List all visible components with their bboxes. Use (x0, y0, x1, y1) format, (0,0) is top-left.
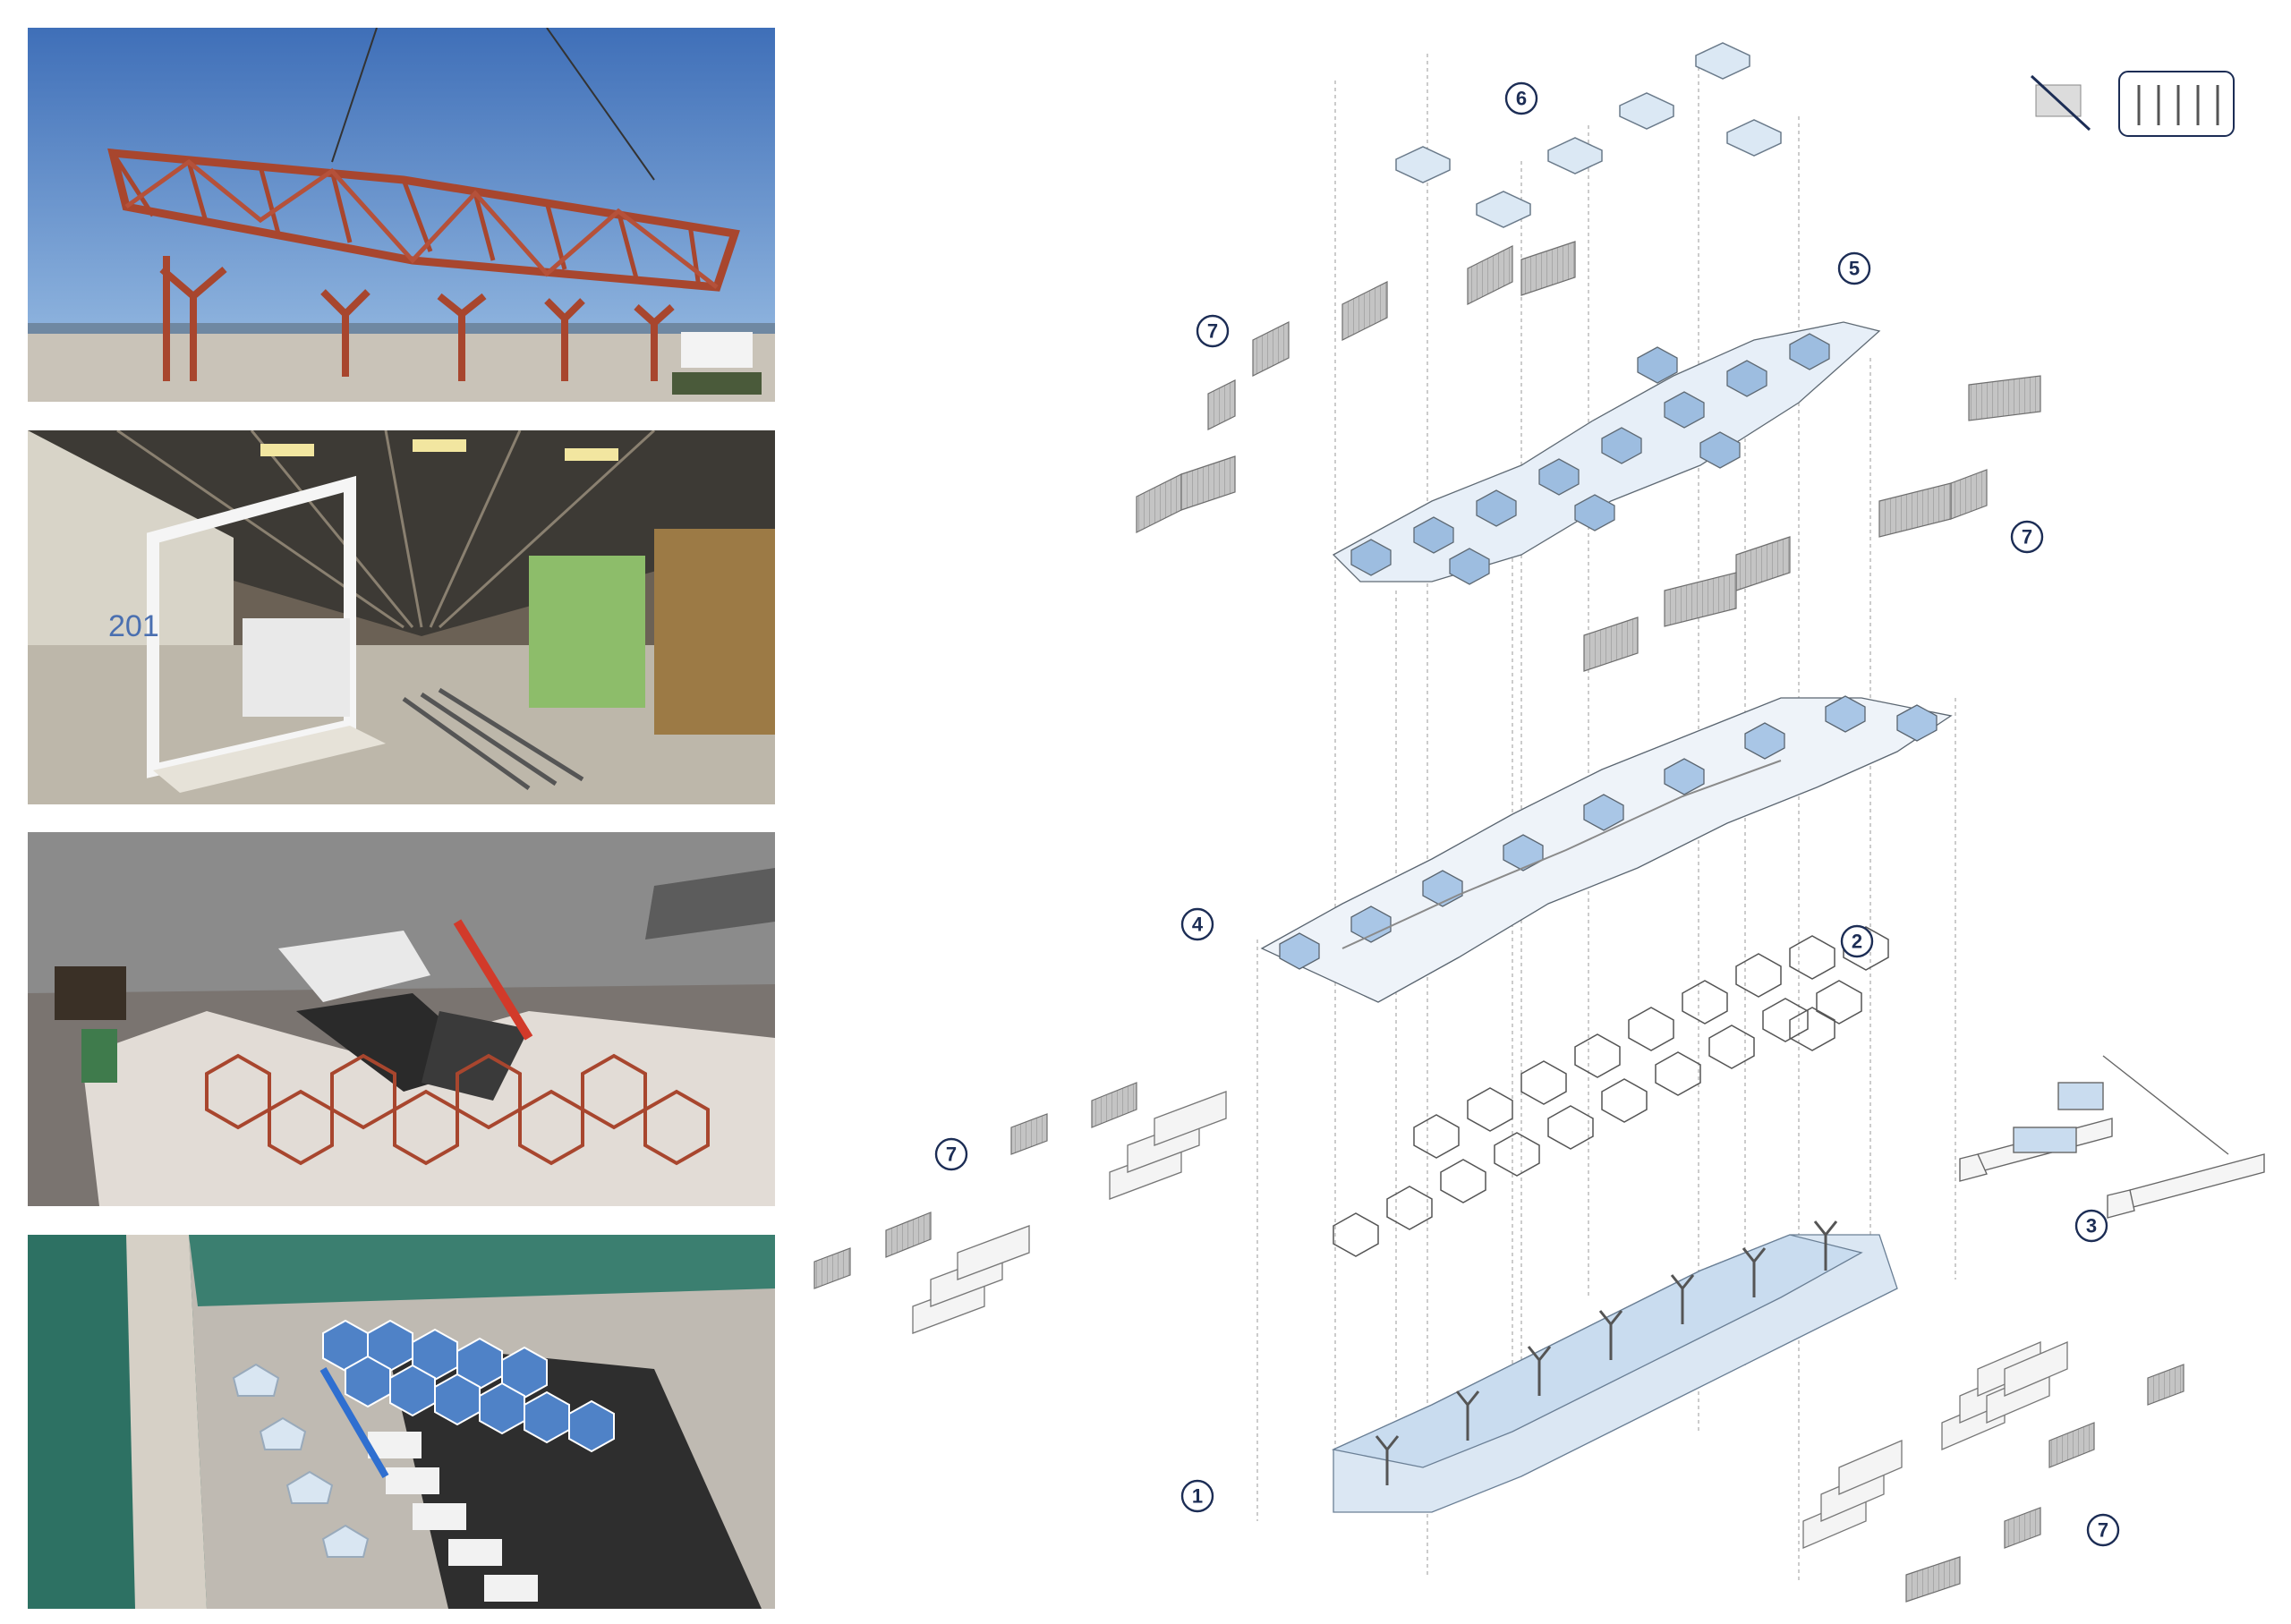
svg-text:5: 5 (1849, 258, 1860, 280)
no-masonry-icon (2030, 74, 2091, 132)
step-label-4: 4 (1180, 907, 1214, 941)
step-label-7-bottom-right: 7 (2086, 1513, 2120, 1547)
svg-text:4: 4 (1192, 914, 1204, 936)
step-label-1: 1 (1180, 1479, 1214, 1513)
step-label-2: 2 (1840, 924, 1874, 958)
dry-construction-tools-icon (2118, 71, 2235, 137)
photo-aerial-terminal (28, 1235, 775, 1609)
truck-crane-illustration (1959, 1055, 2265, 1219)
photo-aerial-installation (28, 832, 775, 1206)
ground-floor-layer (1331, 1220, 1898, 1513)
svg-text:3: 3 (2086, 1215, 2097, 1237)
step-label-7-top-right: 7 (2010, 520, 2044, 554)
photo-factory-modules: 201 (28, 430, 775, 804)
step-label-7-left: 7 (934, 1137, 968, 1171)
svg-text:201: 201 (108, 609, 159, 643)
roof-lanterns-layer (1395, 42, 1782, 228)
svg-text:7: 7 (1207, 320, 1218, 343)
diagram-canvas: 6 5 7 7 4 2 7 3 1 7 (813, 42, 2265, 1603)
steel-structure-layer (1333, 926, 1889, 1257)
exploded-axonometric-diagram: 6 5 7 7 4 2 7 3 1 7 (796, 0, 2291, 1620)
svg-text:1: 1 (1192, 1485, 1203, 1508)
perimeter-walls-right (1905, 1364, 2185, 1603)
step-label-3: 3 (2074, 1209, 2108, 1243)
upper-floor-layer (1260, 695, 1953, 1003)
svg-text:2: 2 (1852, 931, 1862, 953)
step-label-6: 6 (1504, 81, 1538, 115)
perimeter-walls-top (1136, 241, 2041, 672)
roof-panels-layer (1332, 321, 1881, 585)
photo-canopy-lift (28, 28, 775, 402)
perimeter-walls-left (813, 1082, 1137, 1289)
svg-text:7: 7 (2022, 526, 2032, 548)
modules-right-layer (1802, 1341, 2068, 1549)
svg-text:7: 7 (946, 1144, 957, 1166)
svg-text:7: 7 (2098, 1519, 2108, 1542)
modules-left-layer (912, 1091, 1227, 1334)
step-label-7-top-left: 7 (1196, 314, 1230, 348)
step-label-5: 5 (1837, 251, 1871, 285)
svg-text:6: 6 (1516, 88, 1527, 110)
